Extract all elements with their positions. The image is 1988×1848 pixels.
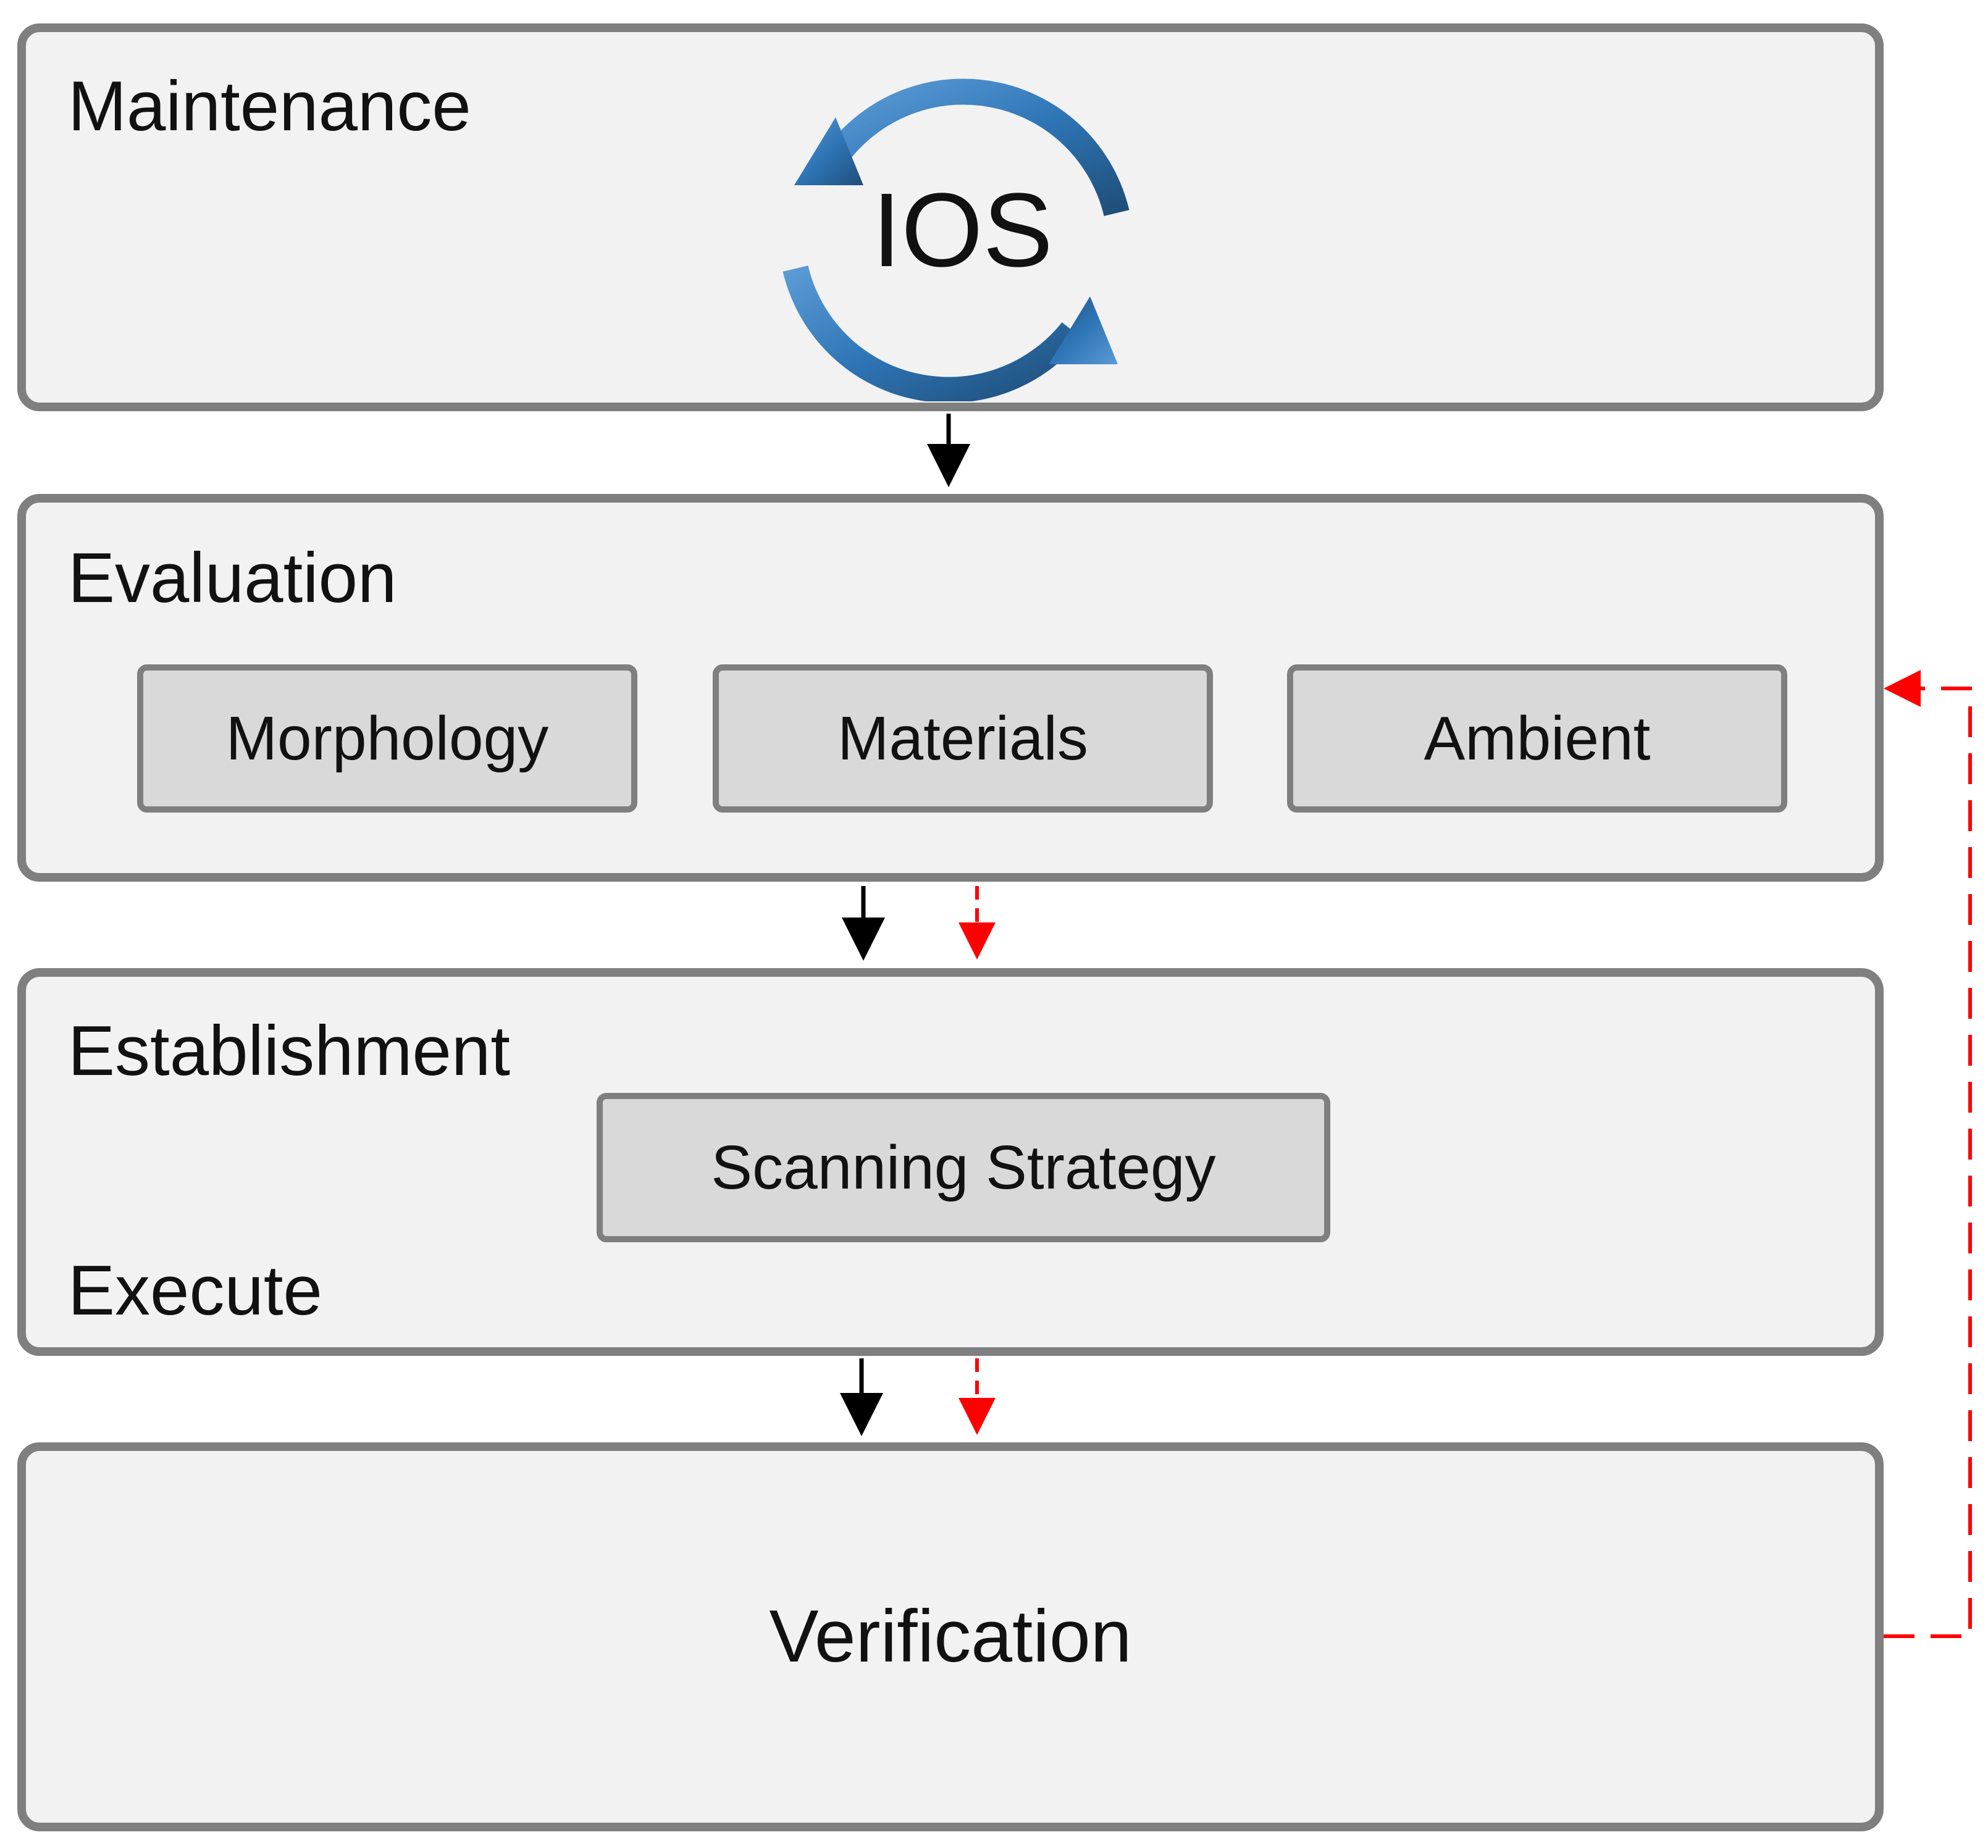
establishment-title: Establishment (68, 1012, 511, 1090)
cycle-arrowhead-right (1049, 296, 1118, 364)
verification-panel: Verification (17, 1442, 1884, 1831)
cycle-arrowhead-left (794, 117, 863, 185)
execute-label: Execute (68, 1252, 322, 1330)
cycle-arrow-lower (782, 265, 1083, 401)
cycle-label: IOS (872, 172, 1053, 289)
ambient-box: Ambient (1287, 664, 1787, 813)
feedback-loop-verification-to-evaluation (1884, 670, 1972, 1638)
establishment-panel: Establishment Scanning Strategy Execute (17, 968, 1884, 1356)
evaluation-panel: Evaluation Morphology Materials Ambient (17, 494, 1884, 882)
cycle-icon (782, 78, 1130, 401)
evaluation-title: Evaluation (68, 539, 397, 617)
cycle-arrow-upper (829, 78, 1130, 216)
maintenance-panel: Maintenance IOS (17, 23, 1884, 411)
morphology-box: Morphology (137, 664, 637, 813)
verification-title: Verification (769, 1595, 1132, 1678)
materials-box: Materials (713, 664, 1213, 813)
scanning-strategy-box: Scanning Strategy (597, 1093, 1330, 1242)
maintenance-title: Maintenance (68, 67, 471, 146)
